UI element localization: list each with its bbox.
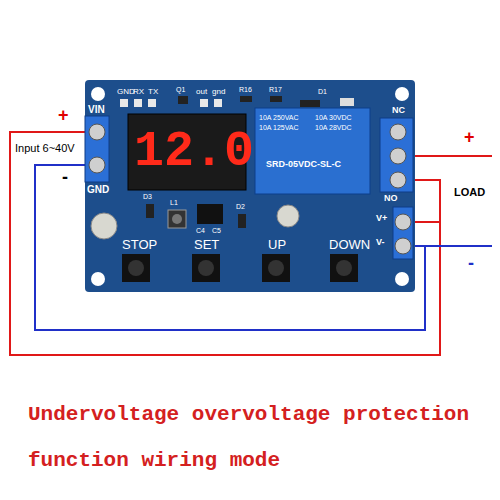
pin-name: TX	[148, 88, 158, 97]
capacitor	[91, 213, 117, 239]
input-terminal	[85, 116, 109, 182]
relay-rating: 10A 125VAC	[259, 124, 299, 132]
part-name: R16	[239, 86, 252, 94]
terminal-screw	[390, 124, 411, 254]
pin-name: VIN	[88, 104, 105, 115]
pin-name: NC	[392, 106, 405, 116]
relay-model: SRD-05VDC-SL-C	[266, 160, 341, 170]
pin-name: gnd	[212, 88, 225, 97]
button-name: UP	[268, 238, 286, 252]
polarity-mark: +	[462, 128, 477, 148]
mounting-hole	[91, 87, 409, 286]
part-name: C4	[196, 227, 205, 235]
power-terminal	[393, 207, 413, 259]
pin-name: out	[196, 88, 207, 97]
part-name: D2	[236, 203, 245, 211]
button-name: SET	[194, 238, 219, 252]
terminal-screw	[89, 124, 105, 173]
polarity-mark: -	[60, 168, 70, 188]
pcb-board	[85, 80, 415, 292]
part-name: D1	[318, 88, 327, 96]
red-wire	[413, 180, 440, 222]
part-name: L1	[170, 199, 178, 207]
load-label: LOAD	[452, 186, 487, 198]
blue-wire	[413, 245, 492, 247]
caption: Undervoltage overvoltage protection func…	[28, 392, 480, 484]
push-button	[122, 254, 358, 282]
relay-rating: 10A 30VDC	[315, 114, 352, 122]
polarity-mark: +	[56, 106, 71, 126]
part-name: D3	[143, 193, 152, 201]
relay-rating: 10A 250VAC	[259, 114, 299, 122]
pin-name: V+	[376, 214, 387, 224]
components	[146, 204, 299, 228]
pin-name: V-	[376, 238, 385, 248]
pin-name: GND	[117, 88, 135, 97]
pin-name: GND	[87, 184, 109, 195]
relay-terminal	[380, 118, 413, 192]
red-wire	[413, 155, 492, 157]
part-name: C5	[212, 227, 221, 235]
pin-name: NO	[384, 194, 398, 204]
part-name: R17	[269, 86, 282, 94]
input-rating: Input 6~40V	[13, 142, 77, 154]
display-reading: 12.0	[134, 124, 254, 179]
header-pin	[120, 99, 222, 107]
smd-parts	[178, 96, 354, 107]
relay-rating: 10A 28VDC	[315, 124, 352, 132]
button-name: STOP	[122, 238, 157, 252]
button-name: DOWN	[329, 238, 370, 252]
pin-name: RX	[133, 88, 144, 97]
polarity-mark: -	[466, 254, 476, 274]
part-name: Q1	[176, 86, 185, 94]
relay	[255, 108, 370, 194]
